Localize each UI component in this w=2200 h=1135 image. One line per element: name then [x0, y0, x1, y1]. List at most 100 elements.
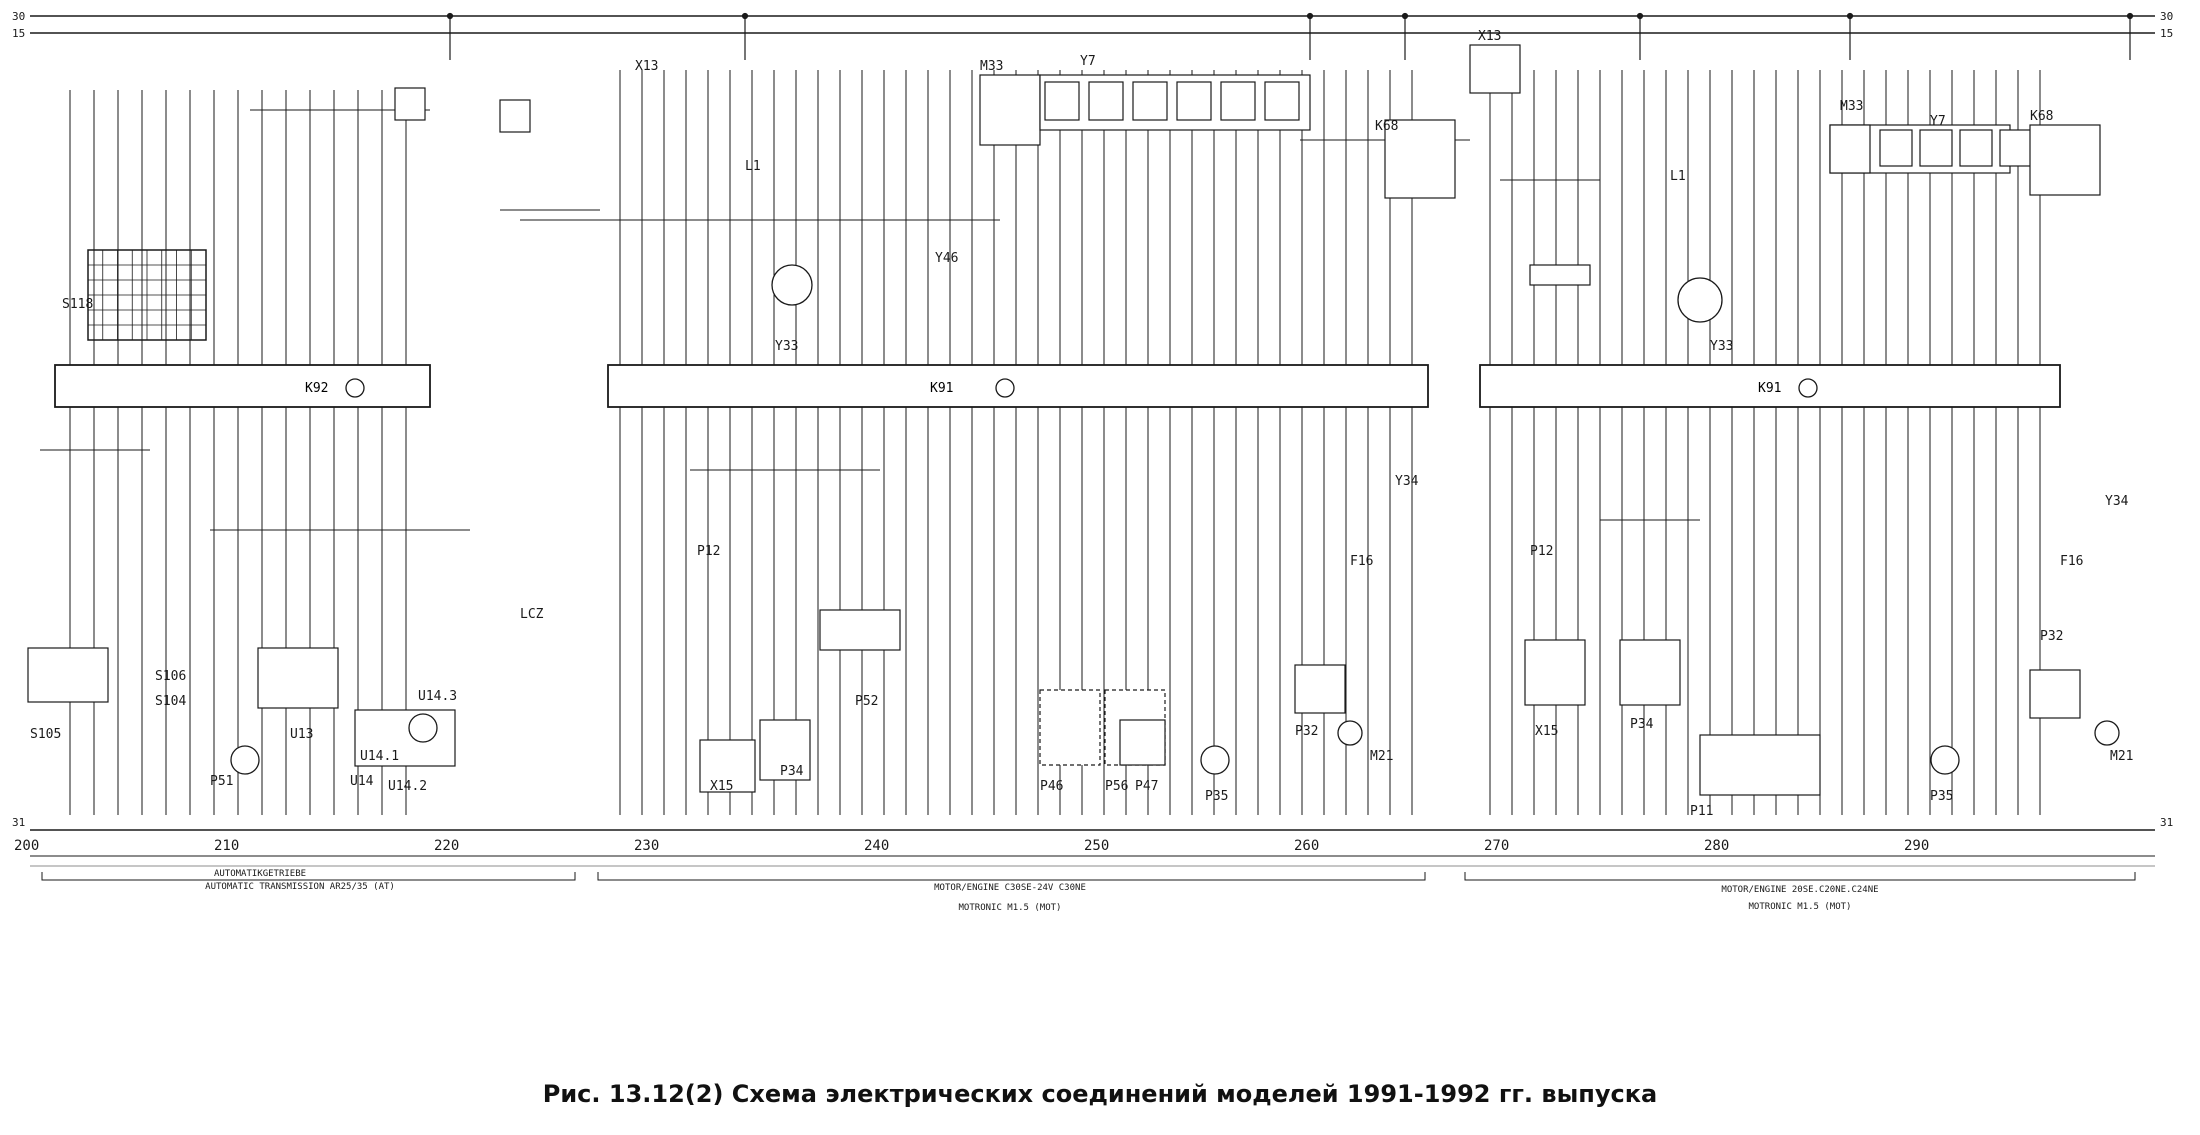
injector-y7	[1220, 81, 1256, 121]
section-c30-line1: MOTOR/ENGINE C30SE-24V C30NE	[934, 883, 1086, 893]
component-label: P56	[1105, 779, 1128, 794]
component-label: P35	[1205, 789, 1228, 804]
component-label: P12	[697, 544, 720, 559]
component-label: X15	[710, 779, 733, 794]
injector-y7	[1088, 81, 1124, 121]
component-label: U14.3	[418, 689, 457, 704]
component-label: S118	[62, 297, 93, 312]
injector-y7	[1999, 129, 2033, 167]
component-label: S104	[155, 694, 186, 709]
section-labels: AUTOMATIKGETRIEBE AUTOMATIC TRANSMISSION…	[205, 869, 1878, 913]
ruler-label: 230	[634, 838, 659, 854]
module-u13	[257, 647, 339, 709]
component-label: P47	[1135, 779, 1158, 794]
pump-p51	[230, 745, 260, 775]
component-label: K68	[1375, 119, 1398, 134]
component-label: L1	[1670, 169, 1686, 184]
component-label: Y34	[1395, 474, 1419, 489]
injector-y7	[1264, 81, 1300, 121]
component-label: U14.1	[360, 749, 399, 764]
sensor-p35-left	[1200, 745, 1230, 775]
sensor-p34-left	[759, 719, 811, 781]
component-label: P51	[210, 774, 233, 789]
ruler-label: 280	[1704, 838, 1729, 854]
power-rails	[30, 15, 2155, 831]
component-label: X13	[635, 59, 658, 74]
sensor-p32-left	[1294, 664, 1346, 714]
figure-caption: Рис. 13.12(2) Схема электрических соедин…	[542, 1080, 1658, 1108]
rail-taps	[446, 12, 2134, 60]
rail-label-31-right: 31	[2160, 816, 2173, 829]
component-label: P32	[2040, 629, 2063, 644]
switch-s105	[27, 647, 109, 703]
component-label: M21	[2110, 749, 2133, 764]
rail-label-15-left: 15	[12, 27, 25, 40]
motor-u14-3	[408, 713, 438, 743]
module-k91-left: K91	[607, 364, 1429, 408]
module-k92: K92	[54, 364, 431, 408]
component-label: P52	[855, 694, 878, 709]
rail-junction	[741, 12, 749, 20]
ruler-label: 250	[1084, 838, 1109, 854]
component-label: S105	[30, 727, 61, 742]
pump-m21-left	[1337, 720, 1363, 746]
injector-y7	[1959, 129, 1993, 167]
component-label: Y33	[775, 339, 798, 354]
module-k91-right-label: K91	[1758, 381, 1781, 396]
rail-junction	[1846, 12, 1854, 20]
component-label: P12	[1530, 544, 1553, 559]
component-label: P34	[1630, 717, 1654, 732]
component-label: F16	[1350, 554, 1373, 569]
component-label: P46	[1040, 779, 1063, 794]
ruler-label: 210	[214, 838, 239, 854]
sensor-p11	[1699, 734, 1821, 796]
component-label: P11	[1690, 804, 1713, 819]
connector-x13-left	[394, 87, 426, 121]
component-label: X15	[1535, 724, 1558, 739]
component-label: U14.2	[388, 779, 427, 794]
component-label: LCZ	[520, 607, 544, 622]
module-u14	[354, 709, 456, 767]
component-label: X13	[1478, 29, 1501, 44]
idle-valve-y33-right	[1677, 277, 1723, 323]
relay-k68-right	[2029, 124, 2101, 196]
connector-x13-right	[1469, 44, 1521, 94]
rail-junction	[1636, 12, 1644, 20]
component-label: Y7	[1930, 114, 1946, 129]
component-label: P35	[1930, 789, 1953, 804]
component-label: Y46	[935, 251, 958, 266]
component-label: P34	[780, 764, 804, 779]
injector-y7	[1132, 81, 1168, 121]
rail-label-31-left: 31	[12, 816, 25, 829]
component-label: Y7	[1080, 54, 1096, 69]
rail-labels: 30 15 30 15 31 31	[12, 10, 2173, 829]
section-20se-line2: MOTRONIC M1.5 (MOT)	[1749, 902, 1852, 912]
module-k91-right: K91	[1479, 364, 2061, 408]
module-k91-left-label: K91	[930, 381, 953, 396]
rail-label-30-left: 30	[12, 10, 25, 23]
sensor-p34-right	[1619, 639, 1681, 706]
section-20se-line1: MOTOR/ENGINE 20SE.C20NE.C24NE	[1721, 885, 1878, 895]
component-label: U13	[290, 727, 313, 742]
component-label: M33	[1840, 99, 1863, 114]
ruler-label: 200	[14, 838, 39, 854]
pump-m21-right	[2094, 720, 2120, 746]
component-label: Y33	[1710, 339, 1733, 354]
connector-x15-right	[1524, 639, 1586, 706]
injector-y7	[1879, 129, 1913, 167]
components	[27, 44, 2120, 796]
component-label: U14	[350, 774, 374, 789]
component-labels: S118S105S106S104P51U13U14U14.1U14.2U14.3…	[30, 29, 2133, 819]
connector-x15-left	[699, 739, 756, 793]
sensor-p46	[1039, 689, 1101, 766]
sensor-p32-right	[2029, 669, 2081, 719]
injector-y7	[1176, 81, 1212, 121]
component-label: P32	[1295, 724, 1318, 739]
ruler-label: 290	[1904, 838, 1929, 854]
rail-junction	[446, 12, 454, 20]
sensor-p35-right	[1930, 745, 1960, 775]
motor-m33-left	[979, 74, 1041, 146]
switch-matrix-s118	[87, 249, 207, 341]
